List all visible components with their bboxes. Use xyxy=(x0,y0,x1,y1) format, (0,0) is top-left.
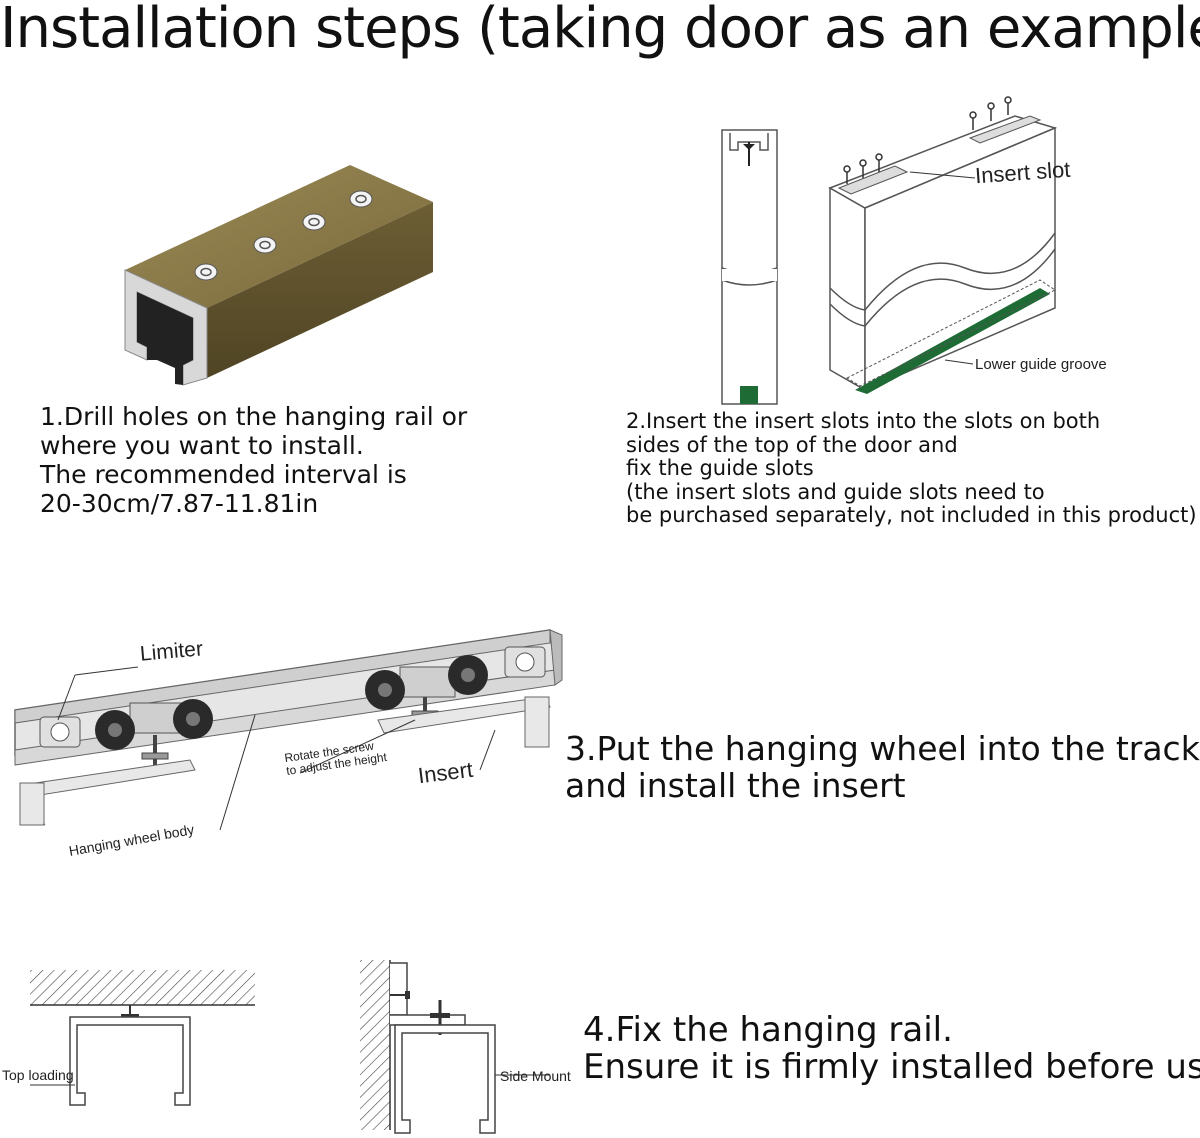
label-side-mount: Side Mount xyxy=(500,1068,571,1084)
step2-line: 2.Insert the insert slots into the slots… xyxy=(626,409,1101,433)
step3-line: and install the insert xyxy=(565,766,906,805)
step1-line: 1.Drill holes on the hanging rail or xyxy=(40,402,468,431)
track-wheel-illustration xyxy=(14,629,563,831)
page-title: Installation steps (taking door as an ex… xyxy=(0,0,1200,61)
hanging-rail-illustration xyxy=(124,165,433,386)
step4-line: 4.Fix the hanging rail. xyxy=(583,1010,953,1050)
step2-line: fix the guide slots xyxy=(626,456,814,480)
step1-line: where you want to install. xyxy=(40,431,364,460)
step4-text: 4.Fix the hanging rail. Ensure it is fir… xyxy=(583,1012,1200,1086)
label-top-loading: Top loading xyxy=(2,1067,74,1083)
step1-line: The recommended interval is xyxy=(40,460,407,489)
door-section-illustration xyxy=(721,129,778,405)
step2-line: (the insert slots and guide slots need t… xyxy=(626,479,1045,504)
step1-line: 20-30cm/7.87-11.81in xyxy=(40,489,319,518)
step2-text: 2.Insert the insert slots into the slots… xyxy=(626,409,1197,528)
step2-line: be purchased separately, not included in… xyxy=(626,503,1197,527)
step2-line: sides of the top of the door and xyxy=(626,432,958,457)
side-mount-illustration xyxy=(360,960,550,1134)
step1-text: 1.Drill holes on the hanging rail or whe… xyxy=(40,402,467,518)
top-loading-illustration xyxy=(30,970,255,1106)
door-3d-illustration xyxy=(828,96,1058,394)
step4-line: Ensure it is firmly installed before use xyxy=(583,1047,1200,1087)
step3-line: 3.Put the hanging wheel into the track xyxy=(565,729,1200,768)
step3-text: 3.Put the hanging wheel into the track a… xyxy=(565,730,1200,804)
label-lower-guide-groove: Lower guide groove xyxy=(975,356,1107,373)
